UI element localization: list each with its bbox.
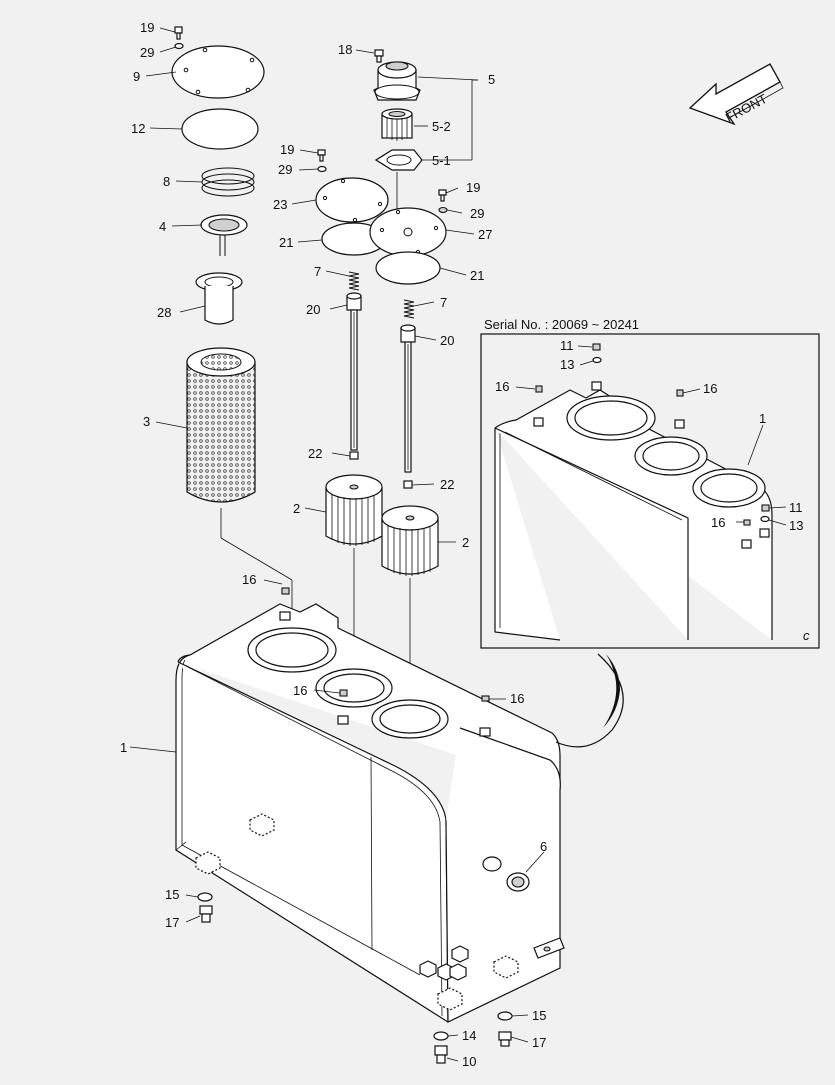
callout-9: 9: [133, 69, 140, 84]
plug-17-left: [199, 905, 213, 923]
callout-16: 16: [293, 683, 307, 698]
o-ring-12: [181, 108, 259, 150]
callout-5: 5: [488, 72, 495, 87]
strainer-28: [195, 272, 243, 325]
bolt-19-right: [438, 189, 447, 202]
plug-17-right: [498, 1031, 512, 1047]
return-filter-element-2-right: [381, 505, 439, 576]
bolt-19-middle: [317, 149, 326, 162]
callout-28: 28: [157, 305, 171, 320]
callout-5-2: 5-2: [432, 119, 451, 134]
serial-number-inset: c: [480, 333, 820, 649]
inset-title: Serial No. : 20069 ~ 20241: [484, 317, 639, 332]
air-breather-5: [373, 61, 421, 101]
callout-16: 16: [242, 572, 256, 587]
inset-callout-13: 13: [789, 518, 803, 533]
callout-29: 29: [140, 45, 154, 60]
callout-15: 15: [165, 887, 179, 902]
washer-15-left: [197, 892, 213, 902]
filter-element-5-2: [381, 108, 413, 141]
callout-12: 12: [131, 121, 145, 136]
callout-17: 17: [165, 915, 179, 930]
gasket-5-1: [374, 149, 423, 171]
cover-plate-9: [171, 45, 265, 99]
callout-15: 15: [532, 1008, 546, 1023]
plug-16-right: [479, 695, 491, 737]
callout-19: 19: [280, 142, 294, 157]
callout-27: 27: [478, 227, 492, 242]
spring-7-left: [348, 271, 360, 291]
inset-callout-11: 11: [789, 500, 803, 515]
callout-22: 22: [440, 477, 454, 492]
hydraulic-tank-1: [175, 603, 565, 1023]
bypass-valve-rod-20-left: [346, 292, 362, 451]
bolt-19-top-left: [174, 26, 183, 40]
callout-3: 3: [143, 414, 150, 429]
callout-2: 2: [462, 535, 469, 550]
inset-callout-16: 16: [495, 379, 509, 394]
cover-27: [369, 207, 447, 257]
callout-16: 16: [510, 691, 524, 706]
valve-4: [200, 214, 248, 256]
callout-21: 21: [470, 268, 484, 283]
callout-5-1: 5-1: [432, 153, 451, 168]
callout-labels: 19 29 9 12 8 4 28 3 18 5 5-2 5-1 19 29 2…: [120, 20, 803, 1069]
callout-7: 7: [314, 264, 321, 279]
callout-20: 20: [440, 333, 454, 348]
inset-corner-mark: c: [803, 628, 810, 643]
callout-8: 8: [163, 174, 170, 189]
washer-15-right: [497, 1011, 513, 1021]
callout-6: 6: [540, 839, 547, 854]
drain-plug-10: [434, 1045, 448, 1064]
callout-29: 29: [278, 162, 292, 177]
front-arrow: FRONT: [688, 63, 784, 126]
callout-21: 21: [279, 235, 293, 250]
callout-29: 29: [470, 206, 484, 221]
washer-29-right: [438, 206, 448, 214]
cover-23: [315, 177, 389, 223]
washer-29-middle: [317, 165, 327, 173]
callout-19: 19: [466, 180, 480, 195]
inset-callout-11: 11: [560, 338, 574, 353]
washer-29-top-left: [174, 42, 184, 50]
washer-14: [433, 1031, 449, 1041]
plug-16-left: [279, 587, 291, 621]
inset-callout-1: 1: [759, 411, 766, 426]
bolt-18: [374, 49, 384, 63]
leader-lines: [129, 27, 787, 1062]
inset-callout-13: 13: [560, 357, 574, 372]
callout-23: 23: [273, 197, 287, 212]
callout-18: 18: [338, 42, 352, 57]
return-filter-element-2-left: [325, 474, 383, 546]
callout-7: 7: [440, 295, 447, 310]
callout-14: 14: [462, 1028, 476, 1043]
callout-19: 19: [140, 20, 154, 35]
o-ring-21-right: [375, 251, 441, 285]
spring-ring-8: [201, 167, 255, 197]
callout-20: 20: [306, 302, 320, 317]
callout-1: 1: [120, 740, 127, 755]
callout-10: 10: [462, 1054, 476, 1069]
callout-22: 22: [308, 446, 322, 461]
filter-element-3: [186, 347, 256, 503]
bypass-valve-rod-20-right: [400, 324, 416, 473]
spring-7-right: [403, 299, 415, 319]
callout-2: 2: [293, 501, 300, 516]
callout-4: 4: [159, 219, 166, 234]
inset-callout-16: 16: [703, 381, 717, 396]
callout-17: 17: [532, 1035, 546, 1050]
nut-22-left: [349, 451, 359, 460]
inset-callout-16: 16: [711, 515, 725, 530]
nut-22-right: [403, 480, 413, 489]
